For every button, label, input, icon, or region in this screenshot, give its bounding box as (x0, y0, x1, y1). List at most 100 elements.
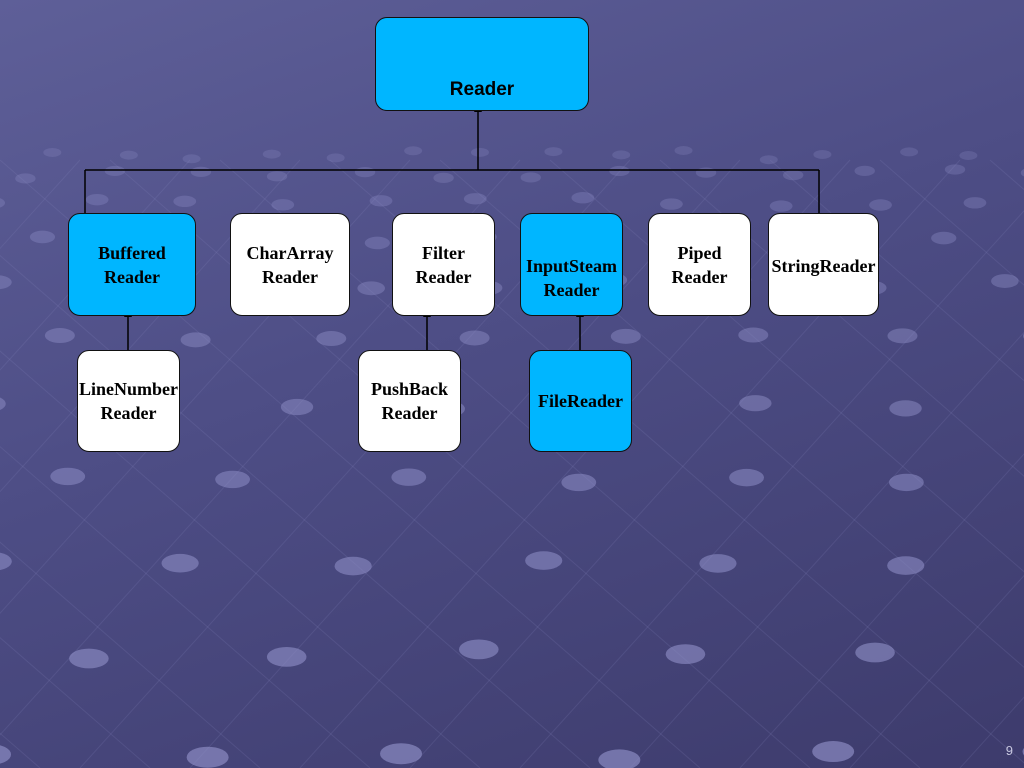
background-dot (173, 195, 197, 208)
background-dot (0, 745, 12, 764)
background-grid-line (0, 350, 481, 768)
background-dot (1020, 168, 1024, 177)
node-piped-reader-line-1: Piped (677, 242, 722, 263)
background-dot (271, 199, 295, 211)
background-dot (369, 195, 393, 207)
background-dot (266, 171, 288, 182)
background-dot (326, 153, 345, 163)
background-grid-line (769, 159, 1024, 382)
background-dot (215, 470, 250, 489)
node-inputsteam-reader-line-1: InputSteam (525, 256, 618, 276)
background-dot (525, 551, 563, 570)
node-file-reader: FileReader (529, 350, 632, 452)
node-filter-reader: Filter Reader (392, 213, 495, 316)
background-dot (699, 554, 737, 573)
background-dot (266, 646, 307, 667)
node-pushback-reader-line-2: Reader (381, 403, 438, 423)
background-dot (104, 165, 126, 177)
background-dot (887, 556, 925, 575)
background-dot (869, 199, 892, 211)
background-dot (609, 165, 630, 177)
background-dot (889, 400, 922, 417)
background-dot (316, 331, 347, 347)
node-chararray-reader-line-2: Reader (262, 266, 318, 287)
background-grid-line (299, 159, 851, 768)
background-dot (433, 172, 454, 183)
background-grid-line (0, 159, 301, 493)
background-grid-line (849, 574, 1024, 768)
background-dot (119, 150, 138, 160)
background-dot (769, 200, 793, 212)
background-dot (665, 644, 706, 665)
background-grid-line (519, 210, 1024, 768)
background-dot (991, 274, 1019, 288)
node-linenumber-reader-line-1: LineNumber (79, 379, 178, 399)
background-dot (887, 328, 918, 344)
node-linenumber-reader: LineNumber Reader (77, 350, 180, 452)
background-dot (0, 397, 6, 410)
background-dot (380, 743, 423, 765)
background-grid-line (0, 541, 261, 768)
background-dot (470, 147, 489, 157)
background-dot (931, 231, 957, 245)
background-dot (459, 330, 490, 346)
background-dot (660, 198, 683, 210)
background-dot (180, 332, 211, 348)
background-dot (855, 642, 895, 663)
background-dot (612, 150, 631, 160)
node-buffered-reader: Buffered Reader (68, 213, 196, 316)
background-dot (959, 151, 978, 161)
background-dot (944, 164, 966, 175)
background-dot (520, 172, 541, 183)
background-dot (739, 395, 772, 412)
background-grid-line (0, 637, 151, 768)
background-dot (85, 193, 109, 206)
background-dot (29, 230, 56, 244)
background-dot (889, 473, 924, 492)
background-dot (43, 147, 62, 157)
slide-page-number: 9 (1005, 743, 1013, 758)
background-grid-line (879, 159, 1024, 286)
node-buffered-reader-line-1: Buffered (98, 242, 166, 263)
node-filter-reader-line-1: Filter (422, 242, 465, 263)
node-string-reader: StringReader (768, 213, 879, 316)
node-piped-reader-line-2: Reader (671, 266, 728, 287)
background-dot (334, 556, 372, 576)
background-dot (182, 154, 201, 164)
background-dot (357, 281, 386, 296)
background-dot (571, 192, 595, 204)
node-pushback-reader: PushBack Reader (358, 350, 461, 452)
background-dot (0, 275, 12, 290)
background-dot (759, 155, 778, 165)
background-dot (459, 639, 499, 660)
node-piped-reader: Piped Reader (648, 213, 751, 316)
background-dot (812, 741, 855, 763)
node-pushback-reader-line-1: PushBack (370, 379, 449, 399)
node-reader-label: Reader (449, 79, 515, 100)
background-grid-line (629, 331, 1024, 768)
background-dot (391, 468, 427, 486)
background-dot (738, 327, 769, 343)
background-dot (561, 473, 597, 492)
node-buffered-reader-line-2: Reader (104, 266, 160, 287)
node-inputsteam-reader-line-2: Reader (543, 280, 600, 300)
background-dot (854, 165, 875, 176)
background-dot (50, 467, 86, 486)
background-dot (598, 749, 641, 768)
node-chararray-reader: CharArray Reader (230, 213, 350, 316)
background-dot (15, 173, 36, 184)
background-grid-line (0, 254, 591, 768)
background-dot (544, 147, 563, 157)
node-string-reader-line-1: StringReader (771, 256, 876, 276)
background-dot (782, 170, 804, 181)
node-file-reader-line-1: FileReader (538, 391, 623, 411)
background-dot (404, 146, 423, 156)
node-linenumber-reader-line-2: Reader (100, 403, 157, 423)
background-dot (364, 236, 390, 250)
background-dot (0, 552, 12, 571)
node-reader: Reader (375, 17, 589, 111)
background-dot (900, 147, 919, 157)
background-dot (963, 197, 987, 209)
background-dot (161, 553, 199, 573)
